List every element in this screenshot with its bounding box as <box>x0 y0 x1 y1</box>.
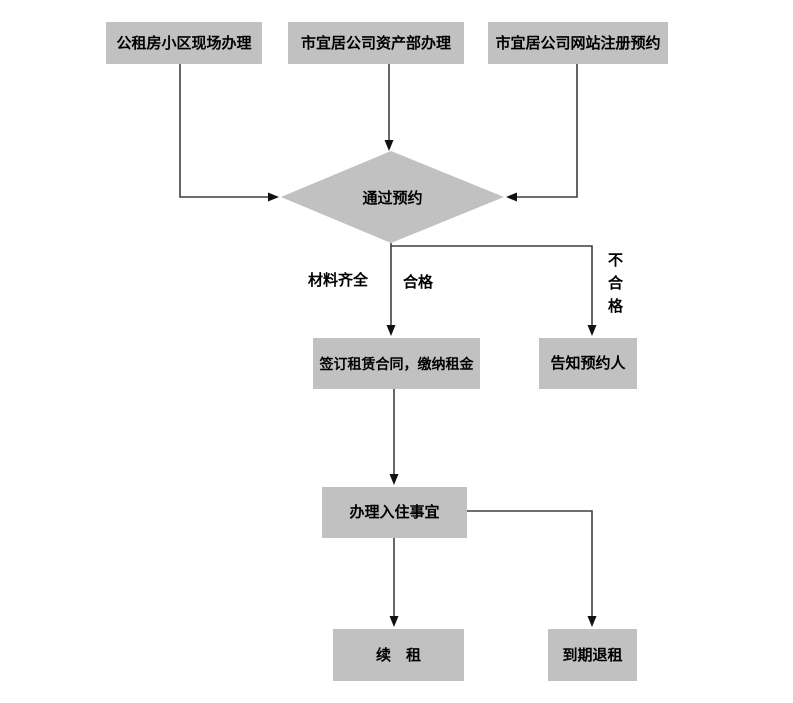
node-source-asset-dept-label: 市宜居公司资产部办理 <box>300 34 451 52</box>
node-source-onsite-label: 公租房小区现场办理 <box>116 34 252 52</box>
edge-label-unqualified: 不合格 <box>606 252 623 321</box>
edge-label-materials-complete: 材料齐全 <box>308 272 369 289</box>
node-move-in-label: 办理入住事宜 <box>349 504 440 521</box>
node-source-onsite: 公租房小区现场办理 <box>106 22 262 64</box>
edge-onsite-to-decision <box>179 64 279 202</box>
edge-sign-to-movein <box>389 389 399 485</box>
node-sign-contract-label: 签订租赁合同，缴纳租金 <box>319 355 474 372</box>
edge-decision-to-sign <box>386 243 396 336</box>
node-renew-lease: 续 租 <box>333 629 464 681</box>
node-source-website: 市宜居公司网站注册预约 <box>488 22 668 64</box>
node-sign-contract: 签订租赁合同，缴纳租金 <box>313 338 480 389</box>
node-notify-applicant-label: 告知预约人 <box>550 355 626 372</box>
decision-node: 通过预约 <box>281 151 504 243</box>
node-notify-applicant: 告知预约人 <box>539 338 637 389</box>
node-source-asset-dept: 市宜居公司资产部办理 <box>288 22 464 64</box>
edge-label-qualified: 合格 <box>403 274 434 291</box>
edge-movein-to-expire <box>467 510 597 627</box>
edge-decision-to-notify <box>391 245 597 336</box>
edge-asset-to-decision <box>384 64 394 151</box>
edge-website-to-decision <box>506 64 578 202</box>
node-renew-lease-label: 续 租 <box>375 646 421 664</box>
node-expire-return: 到期退租 <box>548 629 637 681</box>
decision-node-label: 通过预约 <box>362 189 423 207</box>
node-source-website-label: 市宜居公司网站注册预约 <box>495 34 661 52</box>
edge-movein-to-renew <box>389 538 399 627</box>
node-move-in: 办理入住事宜 <box>322 487 467 538</box>
node-expire-return-label: 到期退租 <box>562 646 623 664</box>
